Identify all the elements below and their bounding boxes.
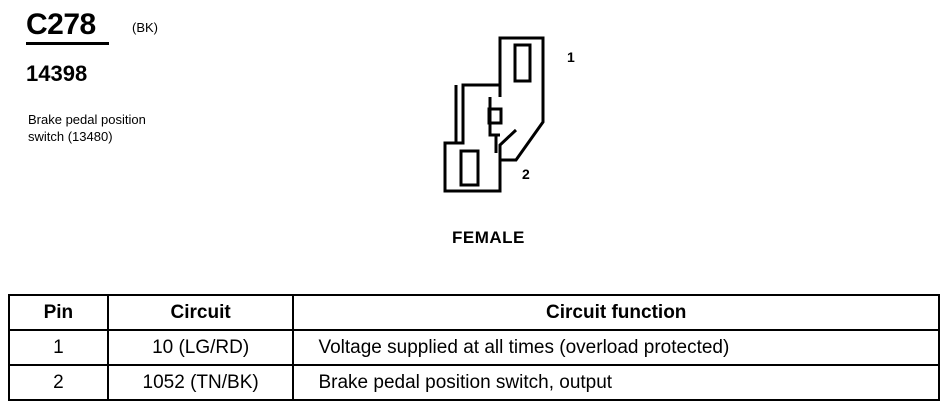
harness-number: 14398 [26, 61, 88, 86]
header-circuit-function: Circuit function [292, 294, 940, 331]
cell-circuit: 10 (LG/RD) [106, 329, 295, 366]
component-name-line-2: switch (13480) [28, 129, 113, 144]
connector-body-lines [494, 128, 518, 160]
view-label: FEMALE [452, 228, 525, 247]
cell-circuit: 1052 (TN/BK) [106, 364, 295, 401]
connector-housing-outline [443, 36, 545, 193]
pin-2-cavity [459, 149, 480, 187]
component-name: Brake pedal position switch (13480) [28, 111, 228, 145]
cell-circuit-function: Voltage supplied at all times (overload … [292, 329, 940, 366]
header-circuit: Circuit [106, 294, 295, 331]
pin-1-cavity [513, 43, 532, 83]
table-row: 2 1052 (TN/BK) Brake pedal position swit… [8, 364, 940, 401]
cell-pin: 2 [8, 364, 109, 401]
pin-label-1: 1 [567, 49, 575, 65]
header-pin: Pin [8, 294, 109, 331]
pin-label-2: 2 [522, 166, 530, 182]
component-name-line-1: Brake pedal position [28, 112, 146, 127]
table-header-row: Pin Circuit Circuit function [8, 294, 940, 331]
connector-face-diagram [443, 36, 545, 193]
connector-id-underline [26, 42, 109, 45]
connector-id: C278 [26, 8, 96, 41]
cell-circuit-function: Brake pedal position switch, output [292, 364, 940, 401]
connector-key [487, 107, 503, 125]
cell-pin: 1 [8, 329, 109, 366]
connector-color-code: (BK) [132, 20, 158, 35]
pin-table: Pin Circuit Circuit function 1 10 (LG/RD… [8, 294, 940, 401]
table-row: 1 10 (LG/RD) Voltage supplied at all tim… [8, 329, 940, 366]
